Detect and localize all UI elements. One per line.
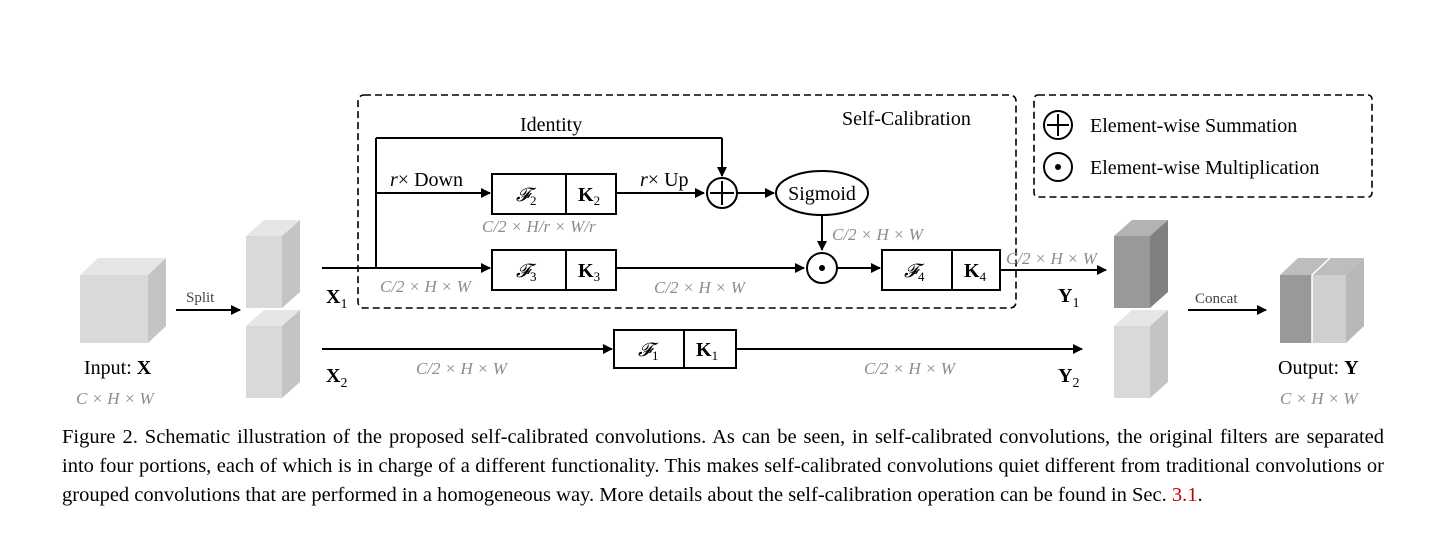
- input-dim: C × H × W: [76, 389, 156, 408]
- legend-box: [1033, 94, 1373, 198]
- output-dim: C × H × W: [1280, 389, 1360, 408]
- k1-label: K1: [696, 339, 718, 363]
- summation-node: [706, 177, 738, 209]
- f3-k3-block: 𝓕3 K3: [491, 249, 617, 291]
- dim-half-e: C/2 × H × W: [416, 359, 509, 378]
- down-label: r× Down: [390, 169, 463, 191]
- summation-legend-icon: [1043, 110, 1073, 140]
- y1-cube: [1114, 220, 1168, 308]
- legend-sum-label: Element-wise Summation: [1090, 115, 1297, 137]
- x1-label: X1: [326, 286, 347, 312]
- split-cube-top: [246, 220, 300, 308]
- concat-label: Concat: [1195, 291, 1238, 307]
- dim-half-a: C/2 × H × W: [832, 225, 925, 244]
- caption-text: Figure 2. Schematic illustration of the …: [62, 426, 1384, 506]
- split-label: Split: [186, 290, 215, 306]
- caption-end: .: [1197, 484, 1203, 506]
- f2-k2-block: 𝓕2 K2: [491, 173, 617, 215]
- y1-label: Y1: [1058, 285, 1079, 311]
- dim-down: C/2 × H/r × W/r: [482, 217, 596, 236]
- split-cube-bottom: [246, 310, 300, 398]
- output-label: Output: Y: [1278, 357, 1359, 379]
- input-cube: [80, 258, 166, 343]
- f1-k1-block: 𝓕1 K1: [613, 329, 737, 369]
- dim-half-d: C/2 × H × W: [1006, 249, 1099, 268]
- legend-mult-label: Element-wise Multiplication: [1090, 157, 1319, 179]
- output-cube: [1280, 257, 1364, 343]
- input-label: Input: X: [84, 357, 152, 379]
- sigmoid-label: Sigmoid: [788, 183, 856, 205]
- self-calibration-label: Self-Calibration: [842, 108, 971, 130]
- up-label: r× Up: [640, 169, 689, 191]
- y2-label: Y2: [1058, 365, 1079, 391]
- identity-label: Identity: [520, 114, 582, 136]
- multiplication-legend-icon: [1043, 152, 1073, 182]
- x2-label: X2: [326, 365, 347, 391]
- figure-caption: Figure 2. Schematic illustration of the …: [62, 423, 1384, 510]
- self-calibration-box: [357, 94, 1017, 309]
- caption-section-link[interactable]: 3.1: [1171, 484, 1198, 506]
- dim-half-f: C/2 × H × W: [864, 359, 957, 378]
- dim-half-b: C/2 × H × W: [380, 277, 473, 296]
- f4-k4-block: 𝓕4 K4: [881, 249, 1001, 291]
- y2-cube: [1114, 310, 1168, 398]
- multiplication-node: [806, 252, 838, 284]
- k2-label: K2: [578, 184, 600, 208]
- k3-label: K3: [578, 260, 600, 284]
- dim-half-c: C/2 × H × W: [654, 278, 747, 297]
- k4-label: K4: [964, 260, 987, 284]
